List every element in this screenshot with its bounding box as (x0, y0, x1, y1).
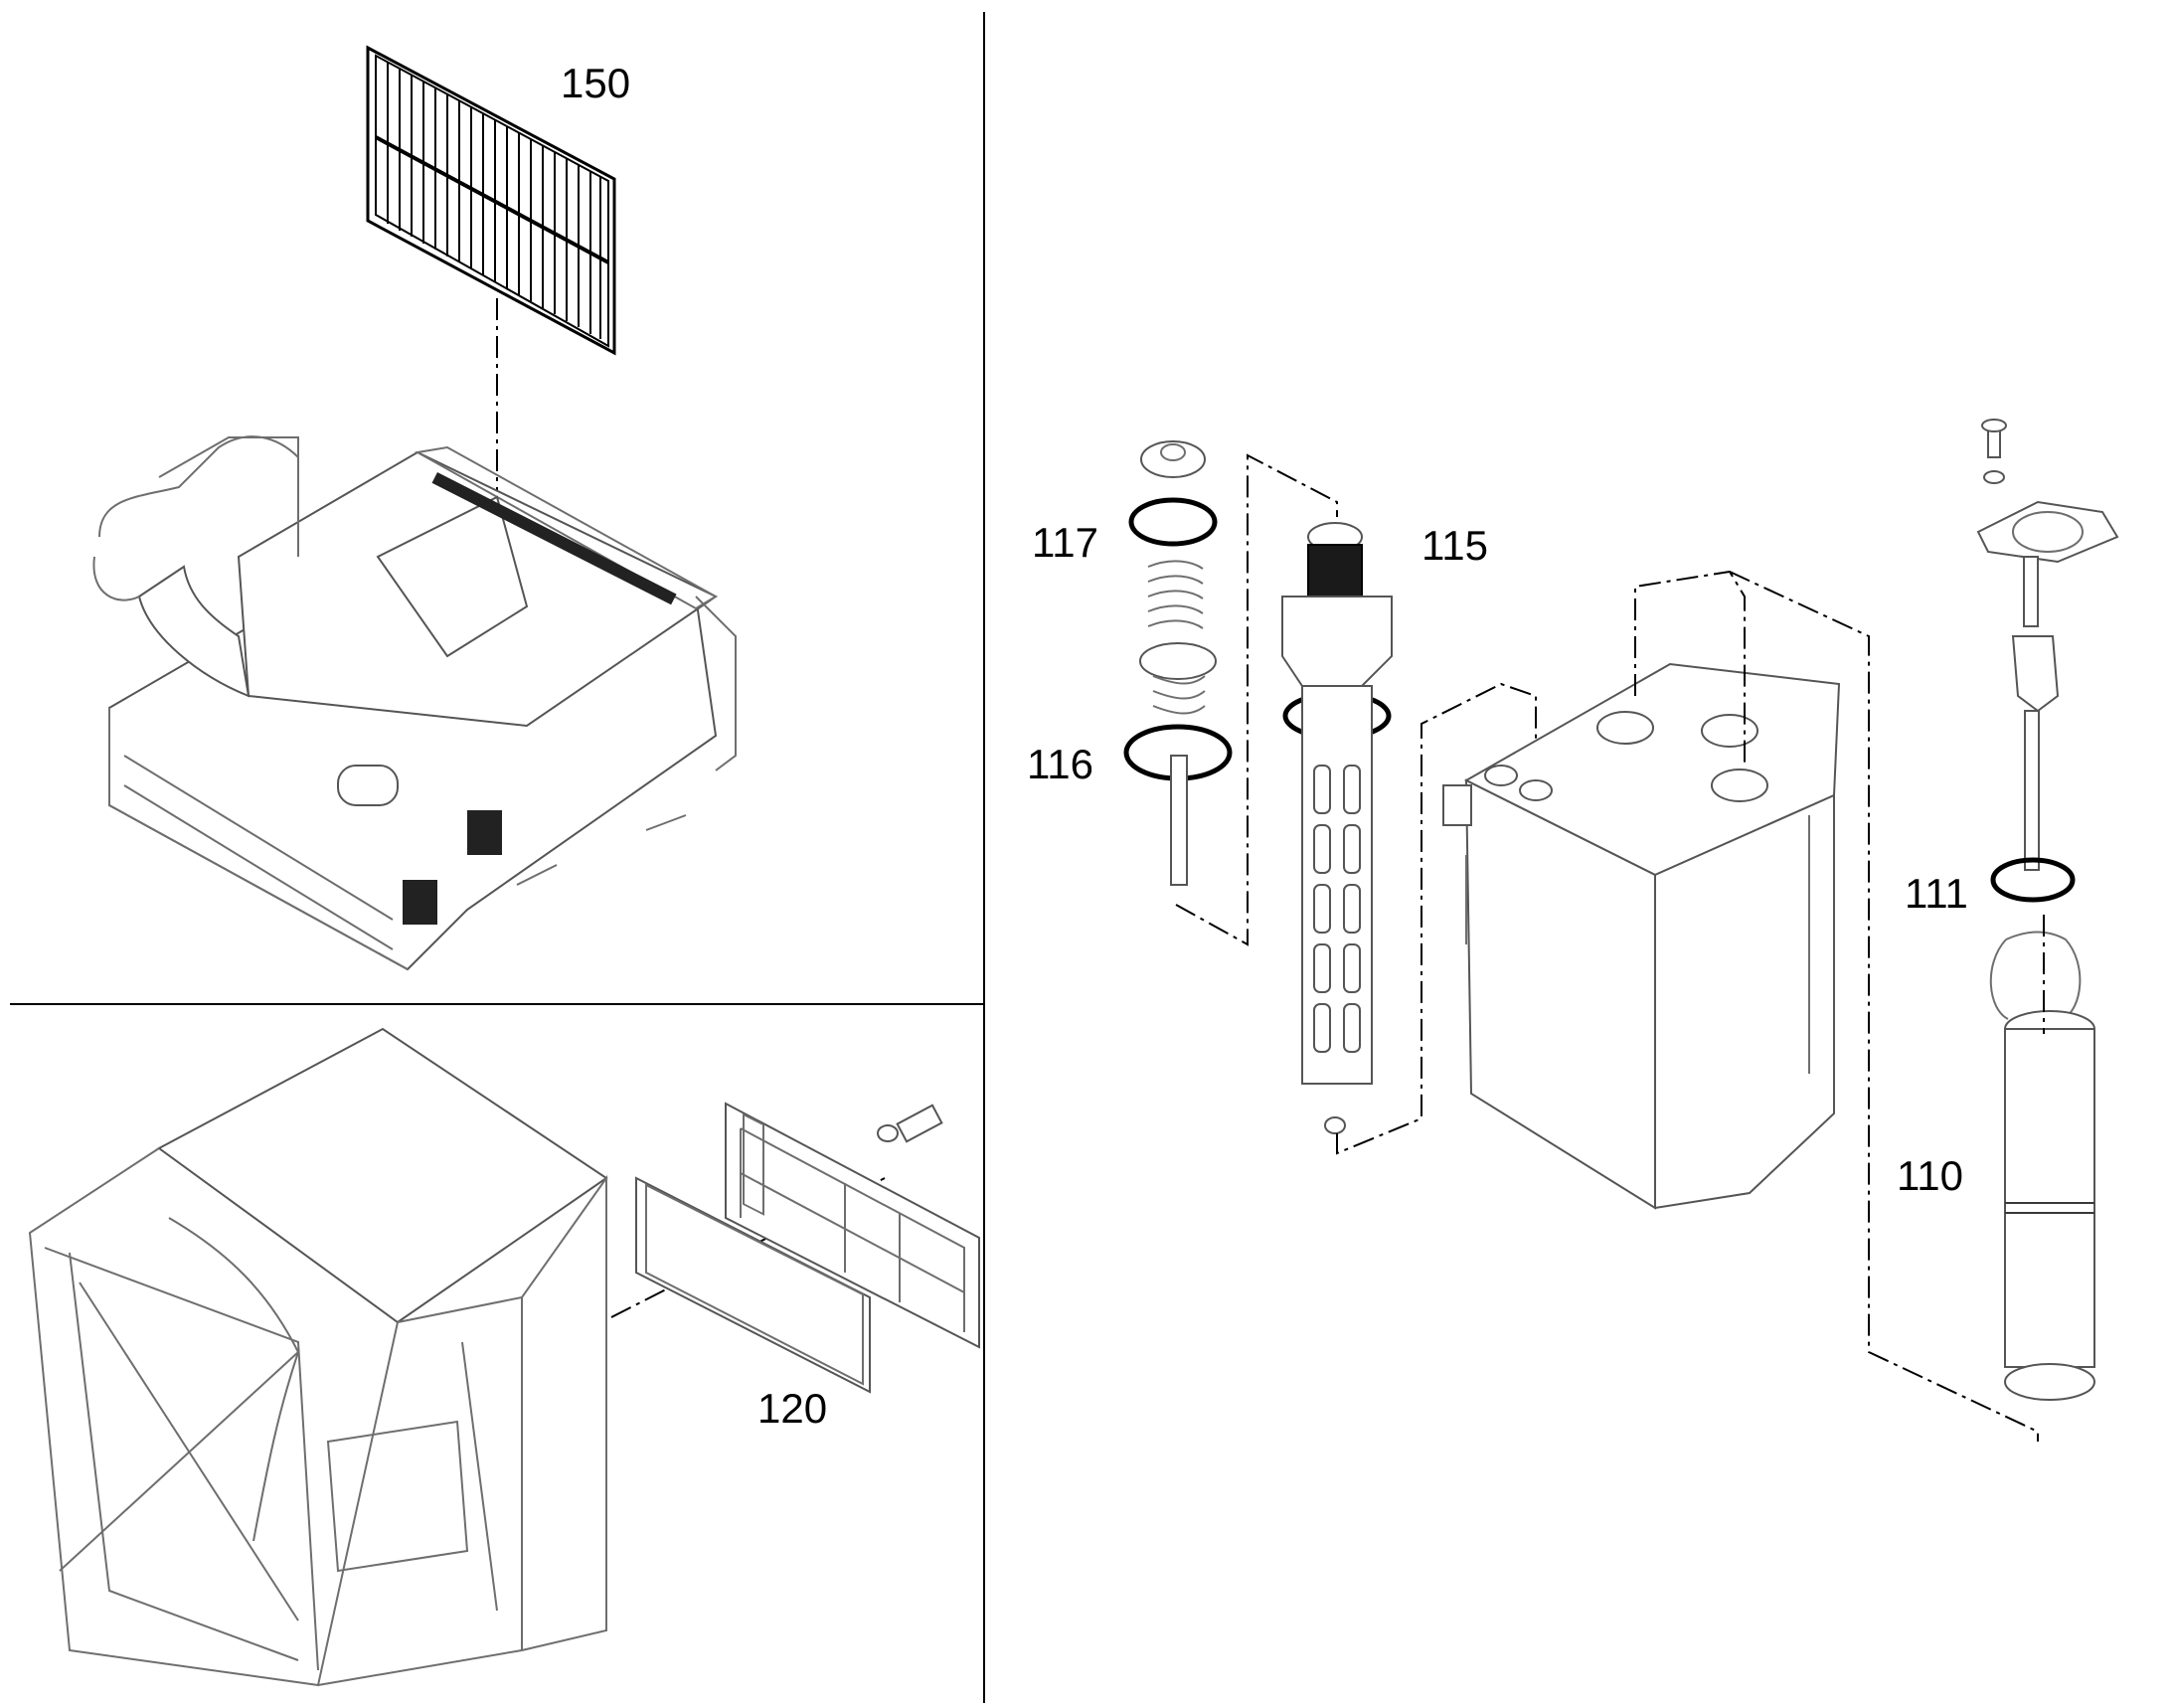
callout-116: 116 (1027, 741, 1093, 787)
hydraulic-tank (1442, 662, 1841, 1210)
filter-150-panel (366, 45, 616, 356)
leader-115-116 (1175, 453, 1338, 946)
filter-120-pad (635, 1176, 871, 1394)
callout-110: 110 (1897, 1152, 1963, 1199)
callout-120: 120 (757, 1385, 828, 1432)
leader-tank-110 (1634, 570, 2039, 1442)
callout-115: 115 (1421, 522, 1488, 569)
filter-120-cover (725, 1102, 980, 1349)
bolt-120 (877, 1104, 943, 1143)
callout-117: 117 (1032, 519, 1098, 566)
callout-111: 111 (1905, 870, 1968, 917)
cab-frame (28, 1027, 608, 1687)
hvac-unit (92, 435, 737, 971)
cover-and-element-110 (1976, 419, 2119, 1401)
callout-150: 150 (561, 60, 631, 106)
leader-115-tank (1336, 682, 1537, 1155)
cap-117-assembly (1123, 440, 1233, 886)
filter-element-115 (1281, 522, 1393, 1134)
